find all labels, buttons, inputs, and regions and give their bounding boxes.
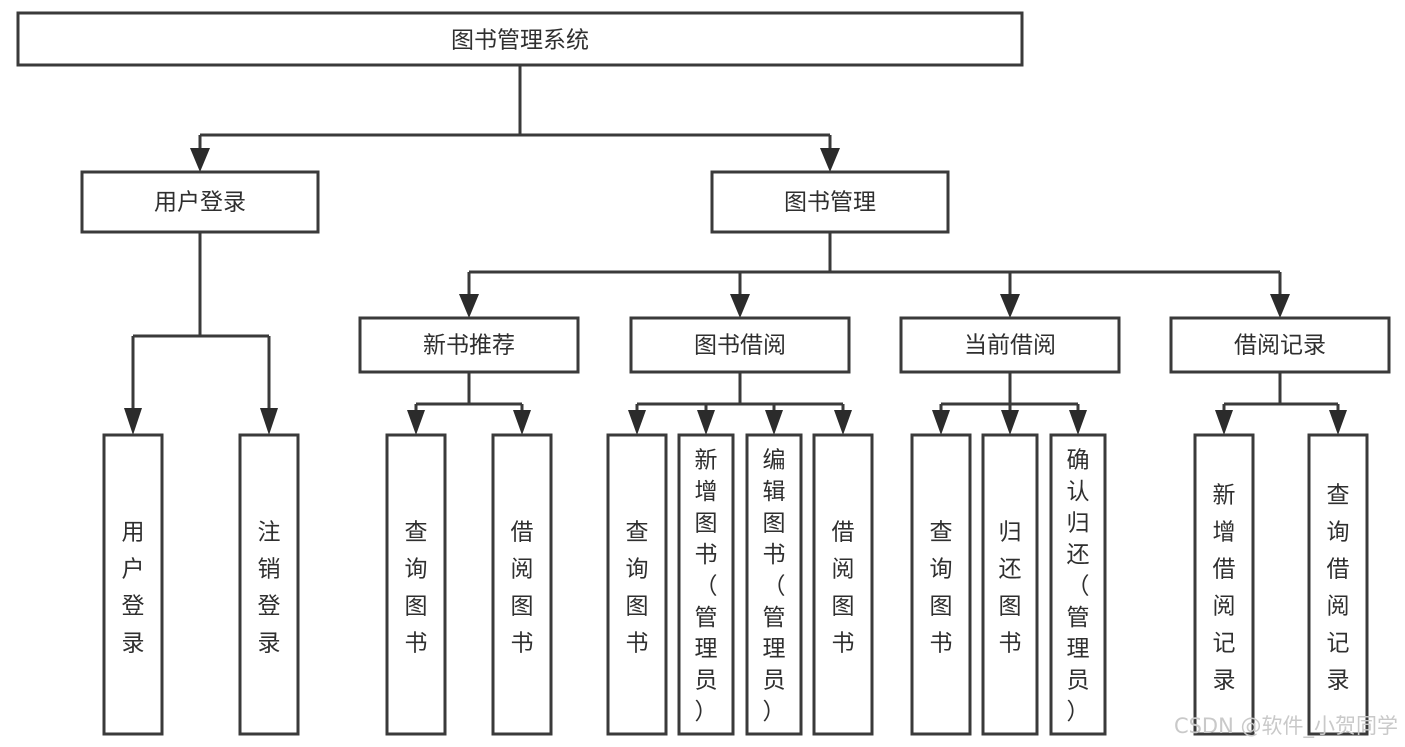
node-user-login[interactable]: 用户登录: [80, 170, 320, 234]
arrow-head-bookborrow-leaf-3: [765, 410, 783, 435]
leaf-book-borrow-4-box[interactable]: [812, 433, 874, 736]
arrow-head-bookborrow-leaf-4: [834, 410, 852, 435]
arrow-head-user-login: [190, 148, 210, 172]
arrow-head-bookborrow-leaf-2: [697, 410, 715, 435]
arrow-head-newbook-leaf-1: [407, 410, 425, 435]
arrow-head-book-borrow: [730, 294, 750, 318]
leaf-new-book-1-label: 查询图书: [405, 519, 428, 656]
leaf-new-book-1[interactable]: 查询图书: [385, 433, 447, 736]
arrow-head-userlogin-leaf-1: [124, 408, 142, 435]
connector-layer: [124, 65, 1347, 435]
leaf-user-login-2-label: 注销登录: [258, 519, 281, 656]
leaf-user-login-2[interactable]: 注销登录: [238, 433, 300, 736]
leaf-borrow-record-1-label: 新增借阅记录: [1213, 482, 1236, 693]
leaf-current-borrow-3-label: 确认归还（管理员）: [1067, 448, 1090, 726]
leaf-book-borrow-4[interactable]: 借阅图书: [812, 433, 874, 736]
node-book-borrow-label: 图书借阅: [694, 333, 786, 359]
node-book-borrow[interactable]: 图书借阅: [629, 316, 851, 374]
leaf-book-borrow-1[interactable]: 查询图书: [606, 433, 668, 736]
leaf-book-borrow-3[interactable]: 编辑图书（管理员）: [745, 433, 803, 736]
leaf-new-book-2-label: 借阅图书: [511, 519, 534, 656]
node-user-login-label: 用户登录: [154, 190, 246, 216]
node-user-login-box[interactable]: [80, 170, 320, 234]
arrow-head-borrowrecord-leaf-1: [1215, 410, 1233, 435]
arrow-head-book-mgmt: [820, 148, 840, 172]
leaf-user-login-1[interactable]: 用户登录: [102, 433, 164, 736]
node-root[interactable]: 图书管理系统: [16, 11, 1024, 67]
leaf-borrow-record-2-label: 查询借阅记录: [1327, 482, 1350, 693]
leaf-user-login-1-box[interactable]: [102, 433, 164, 736]
leaf-borrow-record-2-box[interactable]: [1307, 433, 1369, 736]
leaf-current-borrow-2-box[interactable]: [981, 433, 1039, 736]
arrow-head-borrow-record: [1270, 294, 1290, 318]
node-book-management-label: 图书管理: [784, 190, 876, 216]
leaf-current-borrow-2-label: 归还图书: [999, 519, 1022, 656]
node-book-management-box[interactable]: [710, 170, 950, 234]
leaf-book-borrow-1-label: 查询图书: [626, 519, 649, 656]
leaf-book-borrow-2-label: 新增图书（管理员）: [695, 448, 718, 726]
node-root-label: 图书管理系统: [451, 28, 589, 54]
arrow-head-currentborrow-leaf-3: [1069, 410, 1087, 435]
leaf-book-borrow-2-box[interactable]: [677, 433, 735, 736]
arrow-head-currentborrow-leaf-1: [932, 410, 950, 435]
node-book-borrow-box[interactable]: [629, 316, 851, 374]
leaf-book-borrow-4-label: 借阅图书: [832, 519, 855, 656]
node-new-book-recommend-box[interactable]: [358, 316, 580, 374]
leaf-current-borrow-1[interactable]: 查询图书: [910, 433, 972, 736]
node-borrow-record[interactable]: 借阅记录: [1169, 316, 1391, 374]
leaf-borrow-record-1[interactable]: 新增借阅记录: [1193, 433, 1255, 736]
node-borrow-record-label: 借阅记录: [1234, 333, 1326, 359]
arrow-head-current-borrow: [1000, 294, 1020, 318]
leaf-current-borrow-3[interactable]: 确认归还（管理员）: [1049, 433, 1107, 736]
leaf-new-book-2[interactable]: 借阅图书: [491, 433, 553, 736]
arrow-head-borrowrecord-leaf-2: [1329, 410, 1347, 435]
leaf-new-book-1-box[interactable]: [385, 433, 447, 736]
leaf-borrow-record-1-box[interactable]: [1193, 433, 1255, 736]
leaf-current-borrow-2[interactable]: 归还图书: [981, 433, 1039, 736]
node-current-borrow-box[interactable]: [899, 316, 1121, 374]
node-root-box[interactable]: [16, 11, 1024, 67]
leaf-current-borrow-1-label: 查询图书: [930, 519, 953, 656]
leaf-user-login-1-label: 用户登录: [122, 519, 145, 656]
leaf-book-borrow-3-box[interactable]: [745, 433, 803, 736]
node-new-book-recommend[interactable]: 新书推荐: [358, 316, 580, 374]
csdn-watermark: CSDN @软件_小贺同学: [1174, 714, 1398, 739]
node-current-borrow-label: 当前借阅: [964, 333, 1056, 359]
node-current-borrow[interactable]: 当前借阅: [899, 316, 1121, 374]
leaf-book-borrow-3-label: 编辑图书（管理员）: [763, 448, 786, 726]
node-borrow-record-box[interactable]: [1169, 316, 1391, 374]
leaf-book-borrow-1-box[interactable]: [606, 433, 668, 736]
leaf-borrow-record-2[interactable]: 查询借阅记录: [1307, 433, 1369, 736]
node-new-book-recommend-label: 新书推荐: [423, 333, 515, 359]
leaf-user-login-2-box[interactable]: [238, 433, 300, 736]
arrow-head-bookborrow-leaf-1: [628, 410, 646, 435]
arrow-head-newbook-leaf-2: [513, 410, 531, 435]
arrow-head-currentborrow-leaf-2: [1001, 410, 1019, 435]
leaf-book-borrow-2[interactable]: 新增图书（管理员）: [677, 433, 735, 736]
leaf-current-borrow-1-box[interactable]: [910, 433, 972, 736]
arrow-head-userlogin-leaf-2: [260, 408, 278, 435]
leaf-new-book-2-box[interactable]: [491, 433, 553, 736]
arrow-head-new-book: [459, 294, 479, 318]
node-book-management[interactable]: 图书管理: [710, 170, 950, 234]
leaf-current-borrow-3-box[interactable]: [1049, 433, 1107, 736]
